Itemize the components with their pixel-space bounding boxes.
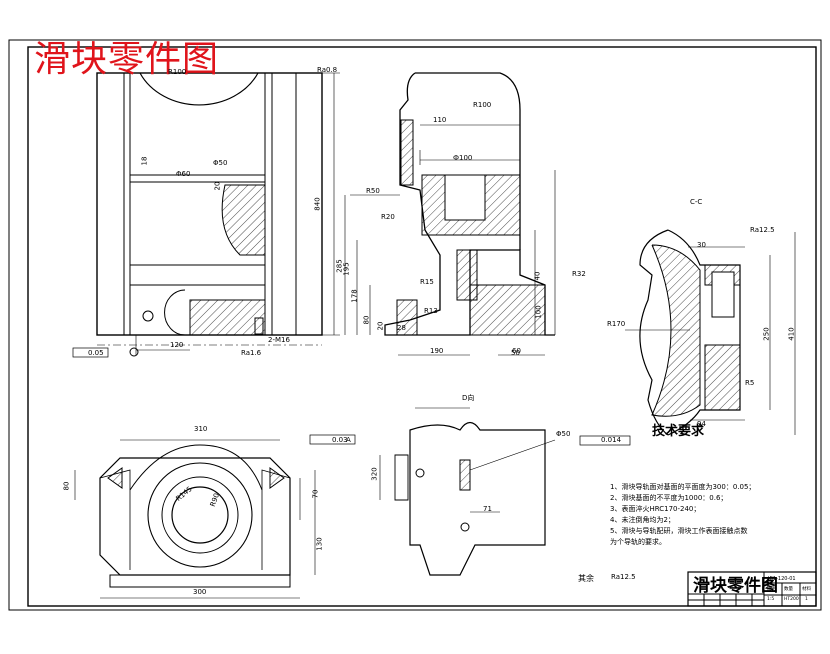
dimension-label: R50 [366,187,380,195]
title-block [687,571,817,607]
dimension-label: 71 [483,505,492,513]
roughness-note-value: Ra12.5 [611,573,636,581]
title-block-cell: HT200 [784,597,799,602]
dimension-label: 40 [533,271,542,281]
dimension-label: 310 [194,425,208,433]
plan-view [74,434,356,599]
technical-requirement-item: 3、表面淬火HRC170-240； [610,505,701,513]
title-block-part-name: 滑块零件图 [693,576,778,596]
dimension-label: 190 [430,347,444,355]
tolerance-value: 0.014 [601,436,622,444]
dimension-label: R15 [420,278,434,286]
technical-requirement-item: 4、未注倒角均为2； [610,516,675,524]
title-block-cell: 1 [805,597,808,602]
dimension-label: 30 [697,241,706,249]
dimension-label: 130 [315,537,324,551]
dimension-label: 94 [697,420,706,428]
dimension-label: R13 [424,307,438,315]
dimension-label: Φ50 [556,430,571,438]
tolerance-value: 0.05 [88,349,104,357]
dimension-label: 20 [213,181,222,191]
roughness-note-label: 其余 [578,574,594,583]
roughness-label: Ra0.8 [317,66,338,74]
dimension-label: R170 [607,320,626,328]
dimension-label: Φ60 [176,170,191,178]
title-block-cell: 比例 [767,587,776,592]
dimension-label: 60 [512,347,521,355]
dimension-label: 300 [193,588,207,596]
dimension-label: 70 [311,489,320,499]
technical-requirements-heading: 技术要求 [652,424,705,439]
title-block-cell: 材料 [802,587,811,592]
dimension-label: 178 [350,289,359,303]
dimension-label: 100 [534,305,543,319]
dimension-label: 120 [170,341,184,349]
technical-requirement-item: 为个导轨的要求。 [610,538,666,546]
technical-requirement-item: 1、滑块导轨面对基面的平面度为300：0.05； [610,483,756,491]
dimension-label: 18 [140,156,149,166]
dimension-label: Ф100 [453,154,473,162]
inner-border [27,46,817,607]
roughness-label: Ra12.5 [750,226,775,234]
title-block-drawing-number: JB1-120-01 [768,576,796,582]
dimension-label: 410 [787,327,796,341]
title-block-cell: 数量 [784,587,793,592]
dimension-label: 840 [313,197,322,211]
dimension-label: R20 [381,213,395,221]
outer-border [8,39,822,611]
side-section-view [344,72,556,356]
roughness-label: Ra1.6 [241,349,262,357]
technical-requirement-item: 5、滑块与导轨配研，滑块工作表面接触点数 [610,527,748,535]
dimension-label: 28 [397,324,406,332]
tolerance-value: 0.03 [332,436,348,444]
dimension-label: 20 [376,321,385,331]
c-c-section-view [625,229,796,436]
front-view [72,72,340,358]
dimension-label: R100 [168,68,187,76]
view-d-label: D向 [462,394,475,402]
dimension-label: Φ50 [213,159,228,167]
dimension-label: R32 [572,270,586,278]
dimension-label: 195 [342,262,351,276]
section-c-label: C-C [690,198,703,206]
drawing-title: 滑块零件图 [34,39,220,80]
dimension-label: 250 [762,327,771,341]
dimension-label: R5 [745,379,755,387]
dimension-label: 50 [511,349,520,357]
technical-requirement-item: 2、滑块基面的不平度为1000：0.6； [610,494,728,502]
dimension-label: 285 [335,259,344,273]
dimension-label: R100 [473,101,492,109]
dimension-label: 110 [433,116,447,124]
dimension-label: 80 [362,315,371,325]
dimension-label: 320 [370,467,379,481]
title-block-cell: 1:5 [767,597,775,602]
dimension-label: 80 [62,481,71,491]
dimension-label: 2-M16 [268,336,290,344]
datum-label: A [346,436,351,444]
d-direction-view [379,407,631,576]
